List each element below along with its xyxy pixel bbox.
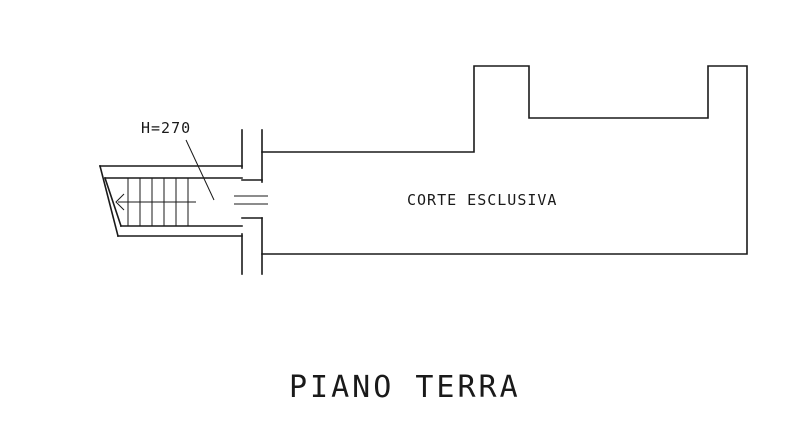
height-label: H=270 (141, 119, 191, 137)
wall (241, 129, 263, 275)
floor-title: PIANO TERRA (289, 370, 521, 405)
stair-enclosure (99, 165, 243, 237)
courtyard-outline (261, 65, 748, 255)
height-leader (185, 139, 215, 201)
stair-arrow (115, 193, 125, 211)
stair-treads (118, 178, 196, 226)
door-opening (234, 179, 268, 219)
area-label: CORTE ESCLUSIVA (407, 191, 557, 209)
